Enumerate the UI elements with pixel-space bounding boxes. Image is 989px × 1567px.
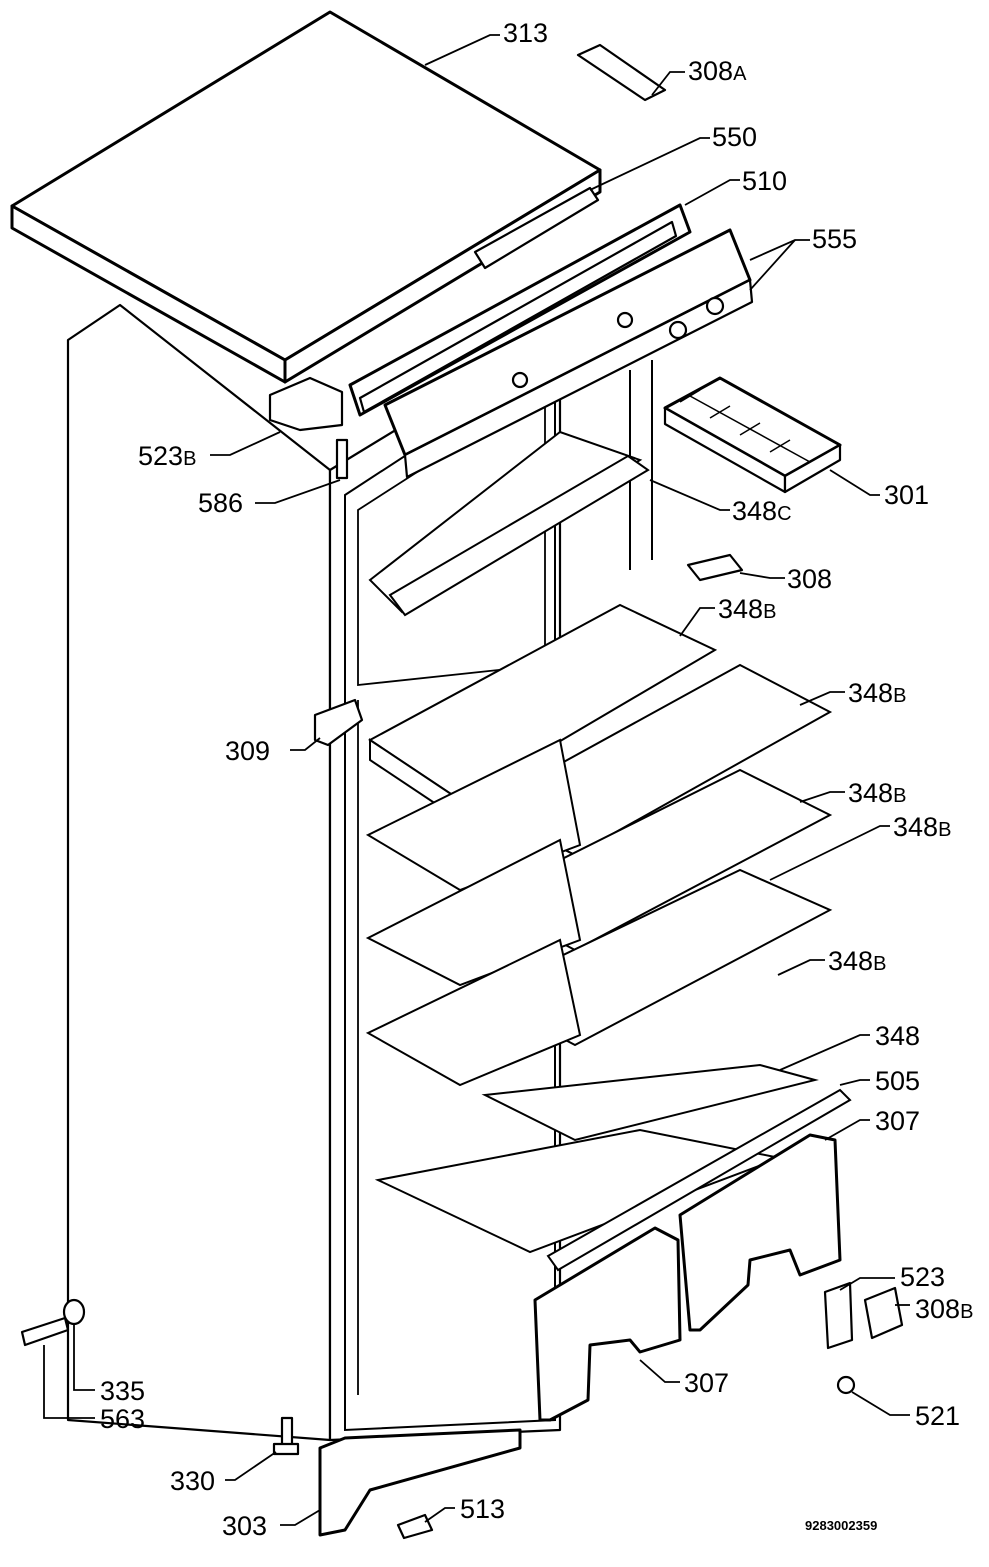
label-505: 505 (875, 1066, 920, 1096)
label-335: 335 (100, 1376, 145, 1406)
label-309: 309 (225, 736, 270, 766)
part-513 (396, 1513, 434, 1540)
label-348c: 348C (732, 496, 792, 526)
bar-505 (546, 1088, 852, 1272)
hinge-523 (823, 1281, 854, 1350)
label-348b-3: 348B (848, 778, 906, 808)
label-307-top: 307 (875, 1106, 920, 1136)
control-panel (348, 203, 754, 479)
label-555: 555 (812, 224, 857, 254)
label-308b: 308B (915, 1294, 973, 1324)
label-521: 521 (915, 1401, 960, 1431)
part-labels: 313 308A 550 510 555 301 523B 586 348C 3… (100, 18, 973, 1541)
hinge-308a (576, 43, 667, 102)
label-303: 303 (222, 1511, 267, 1541)
pin-586 (335, 438, 349, 480)
shelf-348b-5 (365, 938, 819, 1142)
document-number: 9283002359 (805, 1518, 877, 1533)
label-563: 563 (100, 1404, 145, 1434)
label-523: 523 (900, 1262, 945, 1292)
label-308a: 308A (688, 56, 747, 86)
label-313: 313 (503, 18, 548, 48)
hinge-523b (268, 376, 344, 432)
hinge-308b (863, 1286, 904, 1340)
label-301: 301 (884, 480, 929, 510)
crisper-drawer-bottom (533, 1226, 682, 1422)
ice-tray (663, 376, 842, 494)
label-348: 348 (875, 1021, 920, 1051)
label-510: 510 (742, 166, 787, 196)
top-cover (10, 10, 602, 384)
label-307-bottom: 307 (684, 1368, 729, 1398)
spacer-335 (62, 1298, 86, 1326)
foot-330 (272, 1416, 300, 1456)
shelf-348c (368, 430, 650, 617)
label-330: 330 (170, 1466, 215, 1496)
plinth-303 (318, 1428, 522, 1537)
screw-563 (20, 1316, 70, 1347)
label-348b-4: 348B (893, 812, 951, 842)
label-550: 550 (712, 122, 757, 152)
clip-309 (313, 698, 364, 747)
label-513: 513 (460, 1494, 505, 1524)
label-348b-5: 348B (828, 946, 886, 976)
label-523b: 523B (138, 441, 196, 471)
leader-lines (43, 34, 910, 1526)
bracket-308 (686, 553, 744, 582)
label-348b-2: 348B (848, 678, 906, 708)
label-348b-1: 348B (718, 594, 776, 624)
label-586: 586 (198, 488, 243, 518)
label-308: 308 (787, 564, 832, 594)
cap-521 (836, 1375, 856, 1395)
